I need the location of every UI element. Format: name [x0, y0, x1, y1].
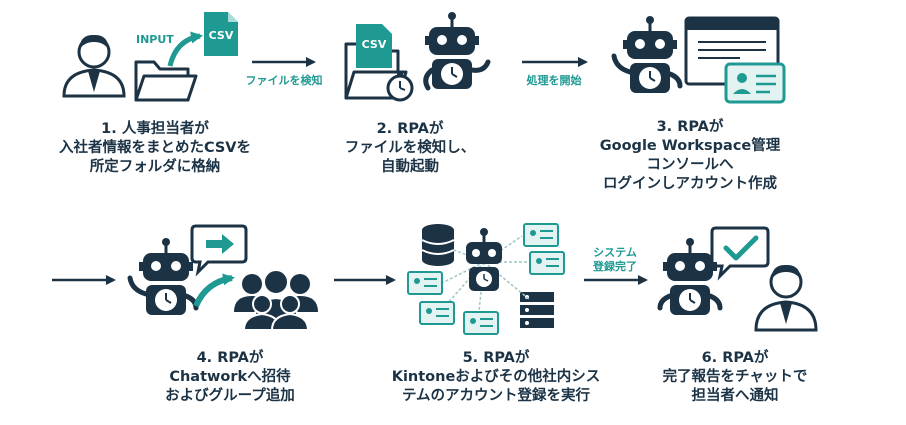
id-card-icon	[529, 251, 565, 275]
invite-arrow-icon	[193, 273, 235, 308]
person-icon	[62, 34, 126, 98]
connector-label: ファイルを検知	[245, 74, 323, 87]
stopwatch-icon	[386, 72, 414, 102]
checkmark-bubble-icon	[710, 226, 770, 281]
group-icon	[234, 269, 318, 331]
robot-icon	[466, 228, 502, 291]
csv-file-label: CSV	[361, 38, 387, 51]
step-6-caption: 6. RPAが 完了報告をチャットで 担当者へ通知	[662, 350, 808, 404]
id-card-icon	[407, 271, 443, 295]
robot-icon	[127, 238, 199, 315]
connector-label: 処理を開始	[526, 74, 582, 87]
id-card-icon	[419, 301, 455, 325]
robot-icon	[423, 12, 491, 91]
database-icon	[421, 224, 455, 266]
id-card-icon	[724, 62, 786, 104]
id-card-icon	[463, 311, 499, 335]
folder-icon	[134, 60, 198, 102]
step-2-caption: 2. RPAが ファイルを検知し、 自動起動	[344, 121, 476, 175]
id-card-icon	[523, 223, 559, 247]
csv-file-label: CSV	[208, 29, 234, 42]
upload-arrow-icon	[167, 31, 203, 67]
step-3-caption: 3. RPAが Google Workspace管理 コンソールへ ログインしア…	[599, 119, 781, 192]
robot-icon	[611, 16, 683, 93]
step-5-caption: 5. RPAが Kintoneおよびその他社内シス テムのアカウント登録を実行	[391, 350, 601, 404]
step-1-caption: 1. 人事担当者が 入社者情報をまとめたCSVを 所定フォルダに格納	[58, 121, 252, 175]
connector-label: システム 登録完了	[593, 246, 637, 273]
server-icon	[520, 292, 554, 328]
csv-file-icon	[204, 12, 238, 56]
input-tag-label: INPUT	[136, 33, 174, 46]
chat-bubble-icon	[190, 224, 248, 277]
person-icon	[754, 264, 818, 332]
step-4-caption: 4. RPAが Chatworkへ招待 およびグループ追加	[165, 350, 295, 404]
robot-icon	[657, 238, 723, 315]
